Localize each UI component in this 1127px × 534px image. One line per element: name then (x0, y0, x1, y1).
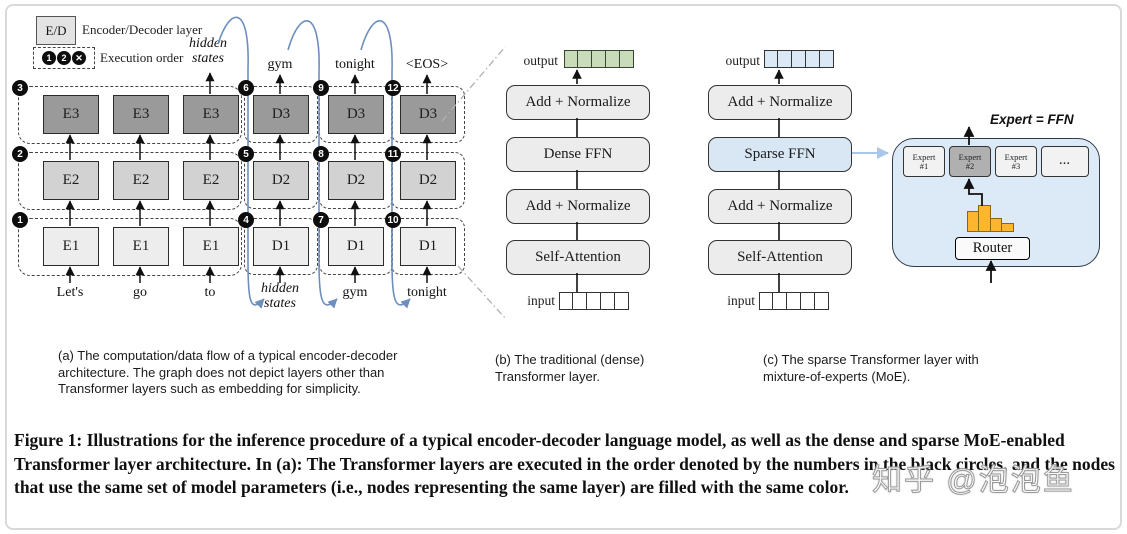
caption-c: (c) The sparse Transformer layer with mi… (763, 352, 979, 384)
input-label: input (727, 293, 755, 308)
encoder-layer-node: E3 (43, 95, 99, 134)
decoder-input-token: tonight (407, 285, 447, 300)
vector-cell (613, 292, 629, 310)
expert-name: Expert (958, 151, 982, 162)
add-normalize-block: Add + Normalize (708, 189, 852, 224)
output-label: output (725, 53, 760, 68)
order-badge-7: 7 (313, 212, 329, 228)
ellipsis-icon: ... (1059, 155, 1071, 167)
decoder-output-token: tonight (335, 57, 375, 72)
expert-id: #1 (919, 160, 929, 171)
encoder-layer-node: E3 (113, 95, 169, 134)
router-probability-bars (967, 205, 1015, 232)
encoder-layer-node: E3 (183, 95, 239, 134)
encoder-layer-node: E2 (183, 161, 239, 200)
decoder-output-token: <EOS> (405, 57, 449, 72)
encoder-input-token: to (204, 285, 216, 300)
legend-order-box: 1 2 ✕ (33, 47, 95, 69)
order-badge-5: 5 (238, 146, 254, 162)
decoder-layer-node: D3 (253, 95, 309, 134)
router-bar (1001, 223, 1015, 232)
order-badge-12: 12 (385, 80, 401, 96)
output-label: output (523, 53, 558, 68)
decoder-input-token: hidden states (260, 281, 300, 311)
decoder-layer-node: D3 (400, 95, 456, 134)
legend-ed-symbol: E/D (36, 16, 76, 45)
encoder-input-token: Let's (56, 285, 84, 300)
decoder-layer-node: D2 (400, 161, 456, 200)
vector-cell (618, 50, 634, 68)
encoder-input-token: go (133, 285, 147, 300)
encoder-output-label: hidden states (188, 36, 228, 66)
decoder-layer-node: D1 (328, 227, 384, 266)
add-normalize-block: Add + Normalize (506, 85, 650, 120)
vector-cell (818, 50, 834, 68)
self-attention-block: Self-Attention (506, 240, 650, 275)
input-vector (758, 292, 829, 310)
output-vector (763, 50, 834, 68)
expert-2-box-selected: Expert #2 (949, 146, 991, 177)
router-box: Router (955, 237, 1030, 260)
expert-name: Expert (1004, 151, 1028, 162)
moe-title: Expert = FFN (990, 112, 1074, 127)
execution-order-icon: 2 (57, 51, 71, 65)
order-badge-11: 11 (385, 146, 401, 162)
caption-a: (a) The computation/data flow of a typic… (58, 348, 398, 396)
decoder-layer-node: D1 (400, 227, 456, 266)
order-badge-8: 8 (313, 146, 329, 162)
execution-order-icon: ✕ (72, 51, 86, 65)
order-badge-2: 2 (12, 146, 28, 162)
input-label: input (527, 293, 555, 308)
decoder-layer-node: D3 (328, 95, 384, 134)
encoder-layer-node: E1 (113, 227, 169, 266)
dense-ffn-block: Dense FFN (506, 137, 650, 172)
self-attention-block: Self-Attention (708, 240, 852, 275)
decoder-output-token: gym (267, 57, 293, 72)
legend-ed-label: Encoder/Decoder layer (82, 22, 203, 37)
decoder-input-token: gym (342, 285, 368, 300)
order-badge-6: 6 (238, 80, 254, 96)
order-badge-3: 3 (12, 80, 28, 96)
sparse-ffn-block: Sparse FFN (708, 137, 852, 172)
order-badge-9: 9 (313, 80, 329, 96)
output-vector (563, 50, 634, 68)
caption-b: (b) The traditional (dense) Transformer … (495, 352, 645, 384)
decoder-layer-node: D2 (328, 161, 384, 200)
encoder-layer-node: E1 (43, 227, 99, 266)
order-badge-10: 10 (385, 212, 401, 228)
add-normalize-block: Add + Normalize (506, 189, 650, 224)
expert-1-box: Expert #1 (903, 146, 945, 177)
vector-cell (813, 292, 829, 310)
expert-name: Expert (912, 151, 936, 162)
encoder-layer-node: E1 (183, 227, 239, 266)
expert-id: #3 (1011, 160, 1021, 171)
input-vector (558, 292, 629, 310)
encoder-layer-node: E2 (43, 161, 99, 200)
decoder-layer-node: D2 (253, 161, 309, 200)
order-badge-1: 1 (12, 212, 28, 228)
legend-order-label: Execution order (100, 50, 184, 65)
execution-order-icon: 1 (42, 51, 56, 65)
figure-caption: Figure 1: Illustrations for the inferenc… (14, 430, 1115, 497)
add-normalize-block: Add + Normalize (708, 85, 852, 120)
encoder-layer-node: E2 (113, 161, 169, 200)
watermark: 知乎 @泡泡鱼 (872, 464, 1075, 498)
expert-id: #2 (965, 160, 975, 171)
expert-more-box: ... (1041, 146, 1089, 177)
expert-3-box: Expert #3 (995, 146, 1037, 177)
decoder-layer-node: D1 (253, 227, 309, 266)
order-badge-4: 4 (238, 212, 254, 228)
